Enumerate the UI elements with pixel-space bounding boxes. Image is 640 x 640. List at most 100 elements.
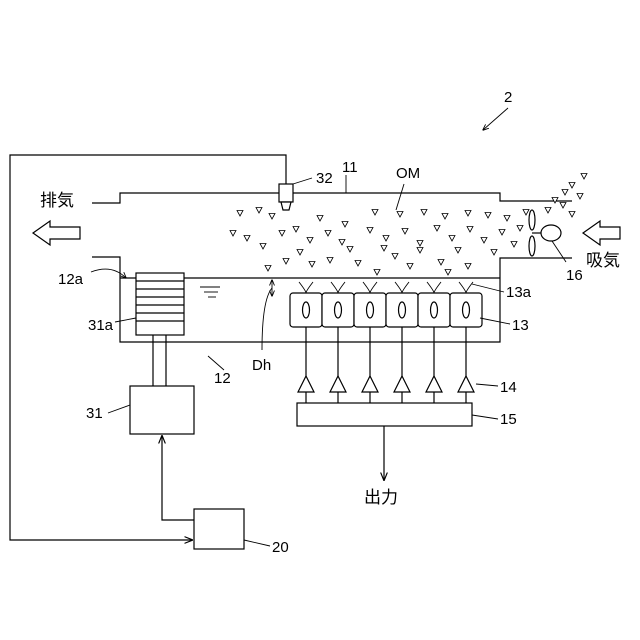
processor-label-leader xyxy=(472,415,498,419)
odor-molecule-mark xyxy=(256,208,262,214)
controller-label: 20 xyxy=(272,539,289,556)
amplifier-icon xyxy=(458,376,474,392)
odor-molecule-mark xyxy=(577,194,583,200)
odor-molecule-mark xyxy=(481,238,487,244)
odor-molecule-mark xyxy=(465,211,471,217)
odor-molecule-mark xyxy=(383,236,389,242)
fan-label: 16 xyxy=(566,267,583,284)
odor-molecule-mark xyxy=(407,264,413,270)
tank-edge-leader xyxy=(91,269,126,278)
odor-molecule-mark xyxy=(397,212,403,218)
odor-molecule-mark xyxy=(560,203,566,209)
processor-block xyxy=(297,403,472,426)
odor-molecule-mark xyxy=(434,226,440,232)
sensor-receptor xyxy=(299,282,313,293)
odor-molecule-mark xyxy=(237,211,243,217)
controller-block xyxy=(194,509,244,549)
actuator-unit-block xyxy=(130,386,194,434)
actuator-unit-leader xyxy=(108,405,130,413)
odor-molecule-mark xyxy=(230,231,236,237)
odor-molecule-mark xyxy=(517,226,523,232)
processor-label: 15 xyxy=(500,411,517,428)
odor-molecule-mark xyxy=(392,254,398,260)
odor-molecule-mark xyxy=(244,236,250,242)
odor-molecule-mark xyxy=(307,238,313,244)
odor-molecule-mark xyxy=(317,216,323,222)
odor-molecule-mark xyxy=(455,248,461,254)
sensor-row-label: 13 xyxy=(512,317,529,334)
amplifier-icon xyxy=(394,376,410,392)
odor-molecule-mark xyxy=(342,222,348,228)
odor-molecule-mark xyxy=(260,244,266,250)
odor-molecule-mark xyxy=(297,250,303,256)
sensor-element xyxy=(431,302,438,318)
odor-molecule-mark xyxy=(445,270,451,276)
liquid-tank-label: 12 xyxy=(214,370,231,387)
odor-molecule-mark xyxy=(449,236,455,242)
odor-molecule-mark xyxy=(381,246,387,252)
odor-molecule-mark xyxy=(283,259,289,265)
odor-molecule-mark xyxy=(465,264,471,270)
amplifier-icon xyxy=(330,376,346,392)
exhaust-label: 排気 xyxy=(40,191,74,210)
amplifiers-label: 14 xyxy=(500,379,517,396)
gap-label: Dh xyxy=(252,357,271,374)
odor-molecule-mark xyxy=(569,212,575,218)
fan-icon xyxy=(529,210,561,256)
odor-molecule-mark xyxy=(569,183,575,189)
sensor-receptor xyxy=(331,282,345,293)
odor-molecule-mark xyxy=(367,228,373,234)
controller-label-leader xyxy=(244,540,270,546)
odor-molecule-mark xyxy=(511,242,517,248)
odor-molecule-mark xyxy=(355,261,361,267)
odor-molecule-mark xyxy=(545,208,551,214)
odor-molecule-mark xyxy=(523,210,529,216)
odor-molecule-mark xyxy=(485,213,491,219)
nozzle-label: 32 xyxy=(316,170,333,187)
actuator-shaft xyxy=(153,335,166,386)
output-label: 出力 xyxy=(364,488,398,507)
odor-molecule-mark xyxy=(562,190,568,196)
sensor-element xyxy=(335,302,342,318)
sensor-surface-leader xyxy=(472,284,504,292)
chamber-label: 11 xyxy=(342,159,358,176)
odor-molecule-mark xyxy=(309,262,315,268)
odor-molecule-mark xyxy=(279,231,285,237)
sensor-receptor xyxy=(459,282,473,293)
odor-molecule-mark xyxy=(552,198,558,204)
tank-edge-label: 12a xyxy=(58,271,84,288)
sensor-row-leader xyxy=(480,318,510,324)
sensor-element xyxy=(463,302,470,318)
controller-actuator-link xyxy=(162,436,194,520)
odor-molecule-mark xyxy=(327,258,333,264)
sensor-element xyxy=(399,302,406,318)
amplifiers-leader xyxy=(476,384,498,386)
sensor-receptor xyxy=(363,282,377,293)
figure-ref-leader xyxy=(483,108,508,130)
sensor-element xyxy=(367,302,374,318)
odor-molecule-mark xyxy=(417,241,423,247)
nozzle-icon xyxy=(279,184,293,210)
odor-molecule-mark xyxy=(421,210,427,216)
electrode-stack-label: 31a xyxy=(88,317,114,334)
amplifier-icon xyxy=(362,376,378,392)
odor-molecule-mark xyxy=(417,248,423,254)
electrode-stack xyxy=(136,273,184,335)
amplifier-icon xyxy=(298,376,314,392)
electrode-stack-leader xyxy=(115,318,136,322)
odor-molecule-mark xyxy=(442,214,448,220)
nozzle-control-line xyxy=(10,155,286,540)
odor-molecule-mark xyxy=(293,227,299,233)
figure-ref-label: 2 xyxy=(504,89,512,106)
chamber-top-wall xyxy=(92,193,572,203)
odor-molecule-mark xyxy=(347,247,353,253)
odor-molecule-mark xyxy=(265,266,271,272)
odor-molecules-label: OM xyxy=(396,165,420,182)
sensor-receptor xyxy=(395,282,409,293)
odor-molecule-mark xyxy=(438,260,444,266)
nozzle-label-leader xyxy=(293,178,312,184)
odor-molecule-mark xyxy=(374,270,380,276)
sensor-receptor xyxy=(427,282,441,293)
sensor-surface-label: 13a xyxy=(506,284,532,301)
